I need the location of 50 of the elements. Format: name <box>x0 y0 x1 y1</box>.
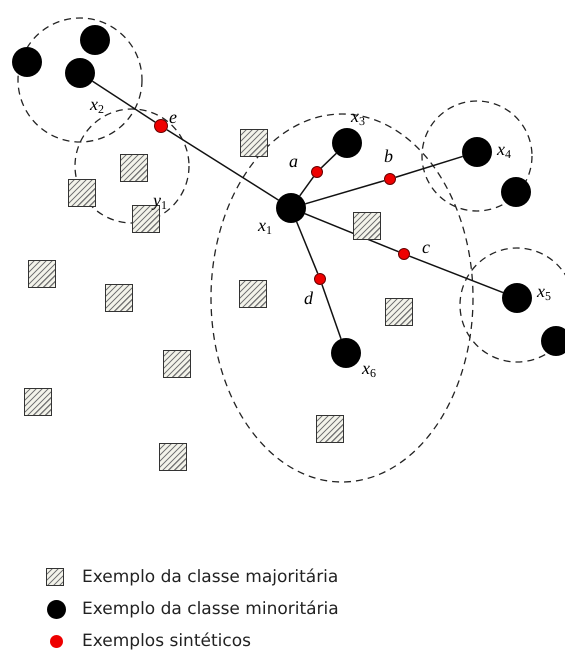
connector-line <box>296 222 318 274</box>
majority-square <box>68 179 96 207</box>
point-label: y$_{1}$ <box>153 191 167 211</box>
majority-square <box>120 154 148 182</box>
minority-point <box>541 326 565 356</box>
connector-line <box>320 152 337 168</box>
majority-square <box>24 388 52 416</box>
synthetic-point <box>314 273 326 285</box>
point-label: x$_{1}$ <box>258 216 272 236</box>
synthetic-point <box>311 166 323 178</box>
connector-line <box>409 255 504 294</box>
minority-point <box>80 25 110 55</box>
connector-line <box>305 180 384 204</box>
minority-point <box>332 128 362 158</box>
minority-point <box>276 193 306 223</box>
synthetic-point <box>384 173 396 185</box>
majority-square <box>28 260 56 288</box>
legend-text: Exemplos sintéticos <box>82 631 251 651</box>
point-label: b <box>384 147 393 165</box>
minority-point <box>501 177 531 207</box>
minority-point <box>462 137 492 167</box>
point-label: a <box>289 152 298 170</box>
connector-line <box>92 80 156 123</box>
point-label: e <box>169 108 177 126</box>
majority-square <box>316 415 344 443</box>
majority-square <box>385 298 413 326</box>
majority-square <box>239 280 267 308</box>
connector-line <box>321 284 342 340</box>
minority-point <box>65 58 95 88</box>
synthetic-point <box>154 119 168 133</box>
point-label: x$_{2}$ <box>90 95 104 115</box>
point-label: x$_{5}$ <box>537 282 551 302</box>
legend-text: Exemplo da classe minoritária <box>82 599 339 619</box>
minority-point <box>502 283 532 313</box>
minority-point <box>12 47 42 77</box>
synthetic-point <box>398 248 410 260</box>
majority-square <box>240 129 268 157</box>
point-label: x$_{4}$ <box>497 140 511 160</box>
connector-line <box>166 129 279 201</box>
point-label: c <box>422 238 430 256</box>
connector-line <box>299 176 314 196</box>
connector-line <box>396 156 463 178</box>
point-label: d <box>304 289 313 307</box>
majority-square <box>105 284 133 312</box>
legend-text: Exemplo da classe majoritária <box>82 567 338 587</box>
majority-square <box>159 443 187 471</box>
point-label: x$_{6}$ <box>362 359 376 379</box>
majority-square <box>353 212 381 240</box>
majority-square <box>163 350 191 378</box>
minority-point <box>331 338 361 368</box>
